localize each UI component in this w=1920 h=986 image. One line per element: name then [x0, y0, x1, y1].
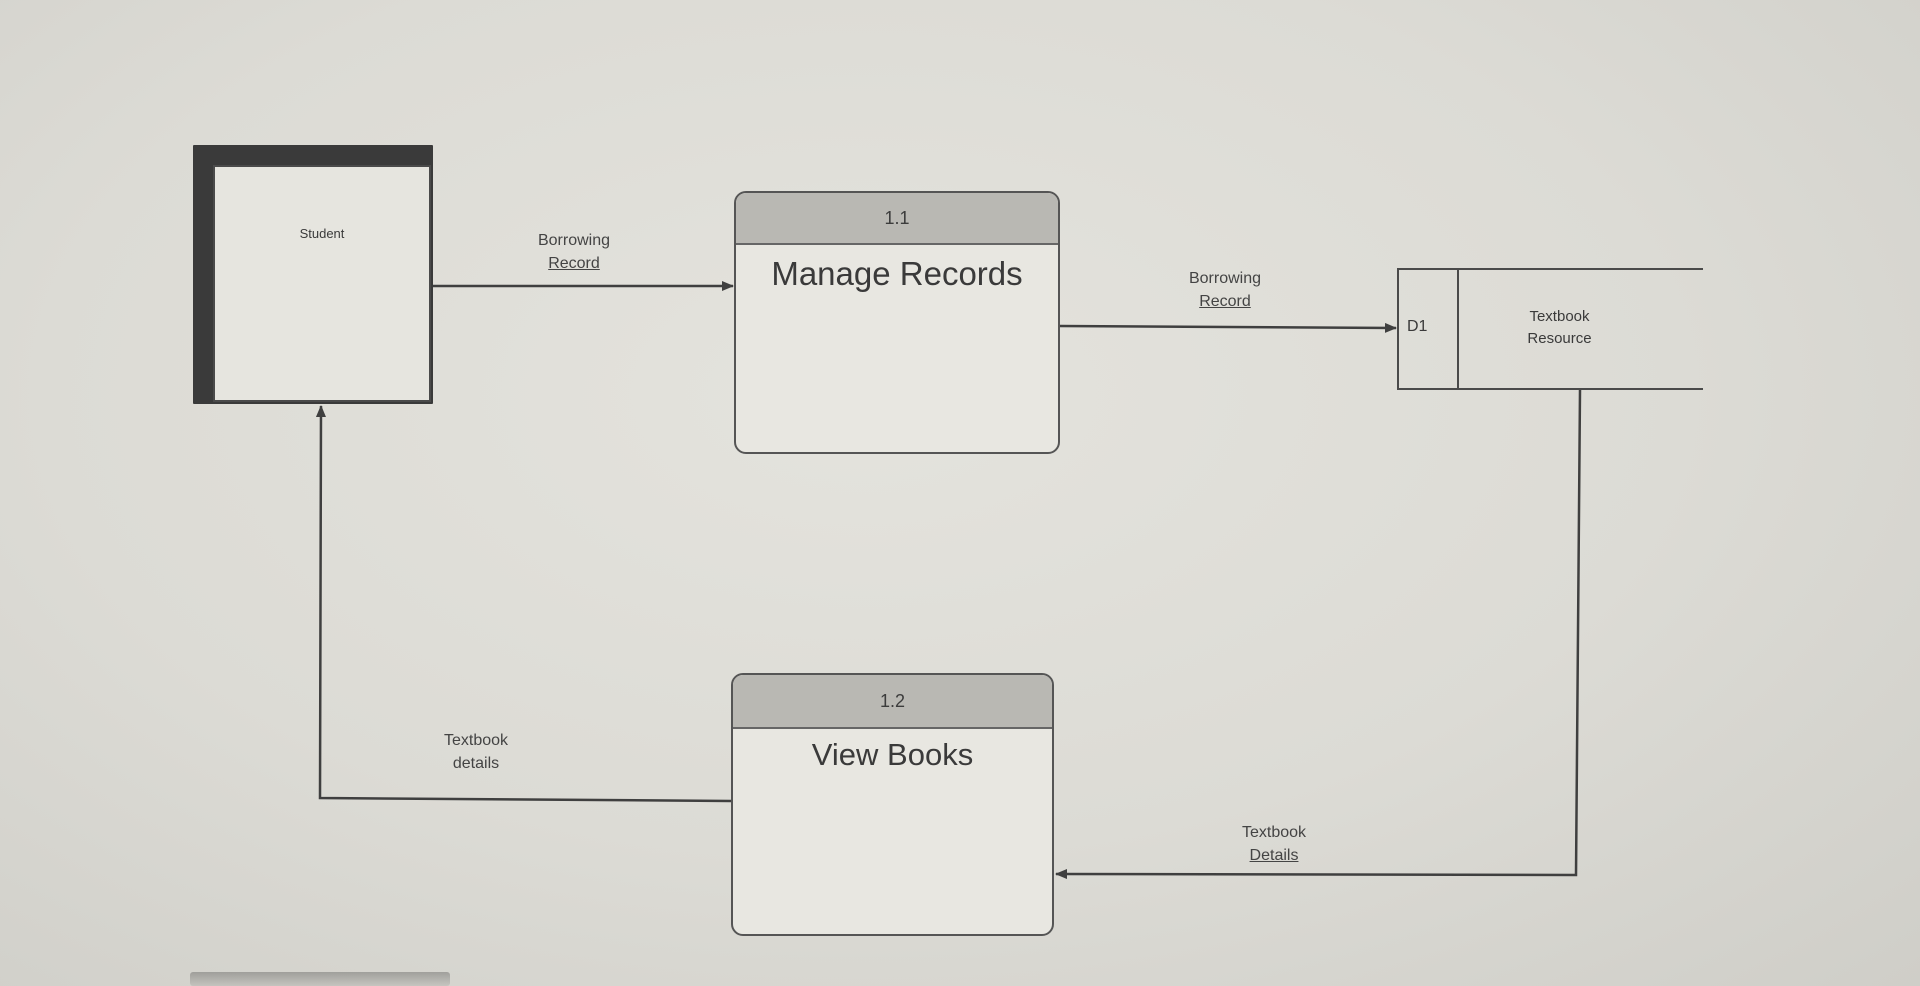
external-entity-student: Student: [193, 145, 433, 404]
flow-manage-to-store-line: [1059, 322, 1397, 333]
flow-label-line2: Record: [548, 255, 600, 272]
process-title: Manage Records: [771, 255, 1023, 292]
datastore-name-line2: Resource: [1527, 330, 1592, 347]
flow-store-to-view-line: [1055, 389, 1582, 880]
datastore-top-line: [1397, 268, 1703, 270]
entity-label: Student: [299, 226, 345, 241]
datastore-name: Textbook Resource: [1497, 306, 1622, 350]
flow-label-line1: Borrowing: [537, 232, 611, 249]
datastore-bottom-line: [1397, 388, 1703, 390]
datastore-textbook-resource: D1 Textbook Resource: [1397, 268, 1703, 392]
cut-off-caption: [190, 972, 450, 986]
flow-label-line1: Borrowing: [1188, 270, 1262, 287]
process-manage-records: 1.1 Manage Records: [734, 191, 1060, 454]
flow-view-to-student-line: [315, 405, 732, 803]
flow-label-line2: Details: [1249, 847, 1299, 864]
flow-label-line1: Textbook: [1241, 824, 1307, 841]
datastore-left-line: [1397, 268, 1399, 390]
flow-label-student-to-manage: Borrowing Record: [514, 229, 634, 275]
process-id: 1.2: [733, 675, 1052, 729]
entity-box: Student: [213, 165, 431, 402]
datastore-id: D1: [1407, 318, 1428, 335]
process-view-books: 1.2 View Books: [731, 673, 1054, 936]
datastore-divider: [1457, 268, 1459, 390]
process-id: 1.1: [736, 193, 1058, 245]
flow-label-line1: Textbook: [443, 732, 509, 749]
flow-label-store-to-view: Textbook Details: [1214, 821, 1334, 867]
flow-label-view-to-student: Textbook details: [416, 729, 536, 775]
datastore-name-line1: Textbook: [1529, 308, 1590, 325]
flow-label-line2: Record: [1199, 293, 1251, 310]
flow-label-line2: details: [452, 755, 500, 772]
process-title: View Books: [811, 737, 974, 772]
flow-label-manage-to-store: Borrowing Record: [1165, 267, 1285, 313]
